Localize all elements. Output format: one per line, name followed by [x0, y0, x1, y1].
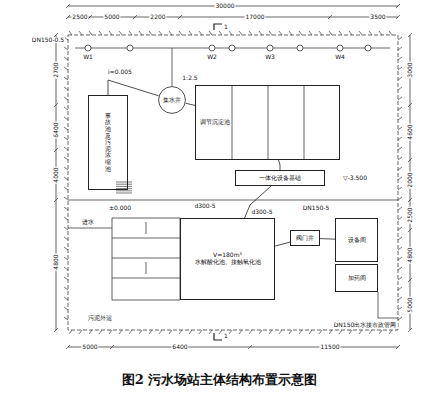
annotation-text: DN150-0.5 — [31, 37, 65, 43]
annotation-text: 1:2.5 — [181, 75, 198, 81]
node-text: 集水井 — [163, 97, 181, 104]
annotation-text: W4 — [334, 54, 346, 60]
annotation-text: DN150出水接市政管网 — [333, 322, 398, 328]
dimension-text: 2500 — [407, 206, 413, 223]
figure-caption: 图2 污水场站主体结构布置示意图 — [0, 371, 439, 389]
annotation-text: d300-5 — [193, 203, 216, 209]
annotation-text: 进水 — [81, 219, 95, 225]
pipe-line — [275, 242, 290, 246]
dimension-text: 4800 — [53, 253, 59, 270]
dimension-text: 3500 — [369, 14, 386, 20]
tank-box: 阀门井 — [290, 230, 320, 246]
annotation-text: W3 — [264, 54, 276, 60]
tank-box: 加药间 — [335, 264, 378, 292]
pipe-line — [320, 238, 335, 240]
node-text: 设备间 — [348, 237, 366, 244]
pipe-line — [108, 80, 159, 96]
dimension-text: 4800 — [407, 246, 413, 263]
node-text: V=180m³ — [213, 252, 242, 259]
well-circle: 集水井 — [158, 86, 186, 114]
dimension-text: 30000 — [214, 3, 235, 9]
tank-box: V=180m³水解酸化池、接触氧化池 — [180, 218, 275, 300]
node-text: 调节沉淀池 — [200, 119, 230, 126]
dimension-text: 6400 — [53, 121, 59, 138]
dimension-text: 5000 — [407, 296, 413, 313]
dimension-text: 2200 — [149, 14, 166, 20]
node-text: 水解酸化池、接触氧化池 — [195, 259, 261, 266]
tank-box: 设备间 — [335, 218, 378, 262]
dimension-text: 2700 — [53, 61, 59, 78]
dimension-text: 1 — [223, 333, 229, 339]
dimension-text: 2000 — [407, 171, 413, 188]
dimension-text: 5000 — [103, 14, 120, 20]
annotation-text: ±0.000 — [108, 205, 132, 211]
dimension-text: 4600 — [407, 123, 413, 140]
annotation-text: W2 — [206, 54, 218, 60]
dimension-text: 2500 — [71, 14, 88, 20]
dimension-text: 6400 — [171, 344, 188, 350]
pipe-line — [279, 160, 280, 170]
dimension-text: 17000 — [244, 14, 265, 20]
tank-box: 一体化设备基础 — [235, 170, 325, 186]
dimension-text: 3000 — [407, 61, 413, 78]
annotation-text: ▽-3.500 — [342, 175, 368, 181]
dimension-text: 1 — [223, 24, 229, 30]
node-text: 加药间 — [348, 275, 366, 282]
dimension-text: 4000 — [53, 166, 59, 183]
node-text: 事故池及污泥浓缩池 — [105, 113, 111, 172]
annotation-text: i=0.005 — [107, 69, 133, 75]
dimension-text: 5000 — [81, 344, 98, 350]
dimension-text: 11500 — [319, 344, 340, 350]
node-text: 阀门井 — [296, 235, 314, 242]
annotation-text: DN150-5 — [302, 205, 331, 211]
tank-box: 调节沉淀池 — [195, 85, 340, 160]
tank-box: 事故池及污泥浓缩池 — [88, 95, 128, 190]
node-text: 一体化设备基础 — [259, 175, 301, 182]
annotation-text: d300-5 — [250, 209, 273, 215]
annotation-text: W1 — [82, 54, 94, 60]
annotation-text: 污泥外运 — [87, 315, 113, 321]
pipe-line — [186, 103, 195, 105]
